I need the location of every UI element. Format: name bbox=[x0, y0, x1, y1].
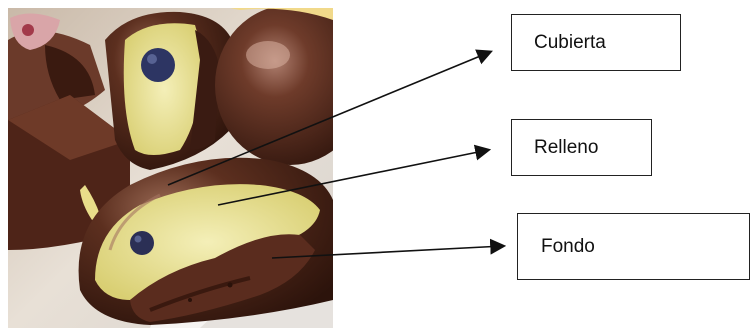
label-relleno-text: Relleno bbox=[534, 137, 598, 159]
label-fondo-text: Fondo bbox=[541, 236, 595, 258]
label-cubierta: Cubierta bbox=[511, 14, 681, 71]
bonbon-photo bbox=[8, 5, 365, 328]
label-fondo: Fondo bbox=[517, 213, 750, 280]
label-cubierta-text: Cubierta bbox=[534, 32, 606, 54]
label-relleno: Relleno bbox=[511, 119, 652, 176]
